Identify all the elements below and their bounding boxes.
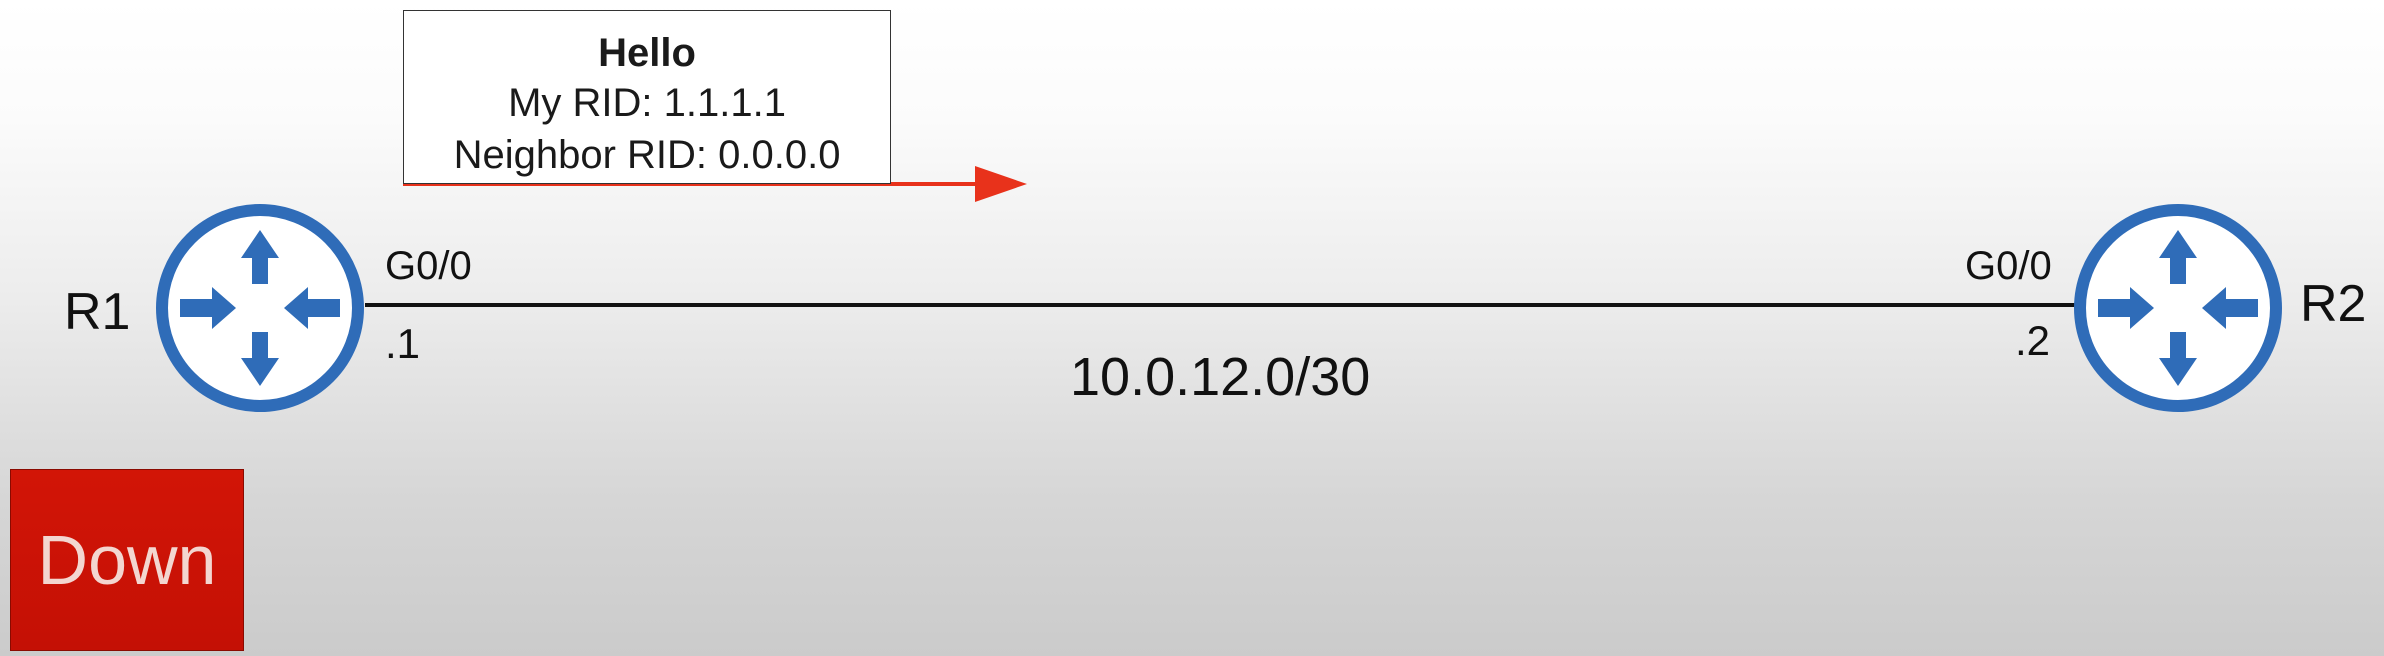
router-r1-ip: .1 bbox=[385, 320, 421, 367]
my-rid-text: My RID: 1.1.1.1 bbox=[508, 81, 786, 125]
router-r2-ip: .2 bbox=[2015, 317, 2051, 364]
router-r1-name: R1 bbox=[64, 283, 131, 341]
router-r1-interface: G0/0 bbox=[385, 244, 472, 288]
router-r2-name: R2 bbox=[2300, 275, 2367, 333]
neighbor-rid-text: Neighbor RID: 0.0.0.0 bbox=[453, 133, 841, 177]
router-icon[interactable] bbox=[156, 204, 364, 412]
router-r2-interface: G0/0 bbox=[1965, 244, 2052, 288]
hello-arrow-icon bbox=[403, 166, 1027, 202]
router-icon[interactable] bbox=[2074, 204, 2282, 412]
hello-message-box: Hello My RID: 1.1.1.1 Neighbor RID: 0.0.… bbox=[403, 10, 891, 184]
neighbor-state-text: Down bbox=[37, 521, 217, 599]
subnet-label: 10.0.12.0/30 bbox=[1070, 347, 1371, 407]
neighbor-state-badge: Down bbox=[10, 469, 244, 651]
hello-title: Hello bbox=[598, 31, 696, 75]
